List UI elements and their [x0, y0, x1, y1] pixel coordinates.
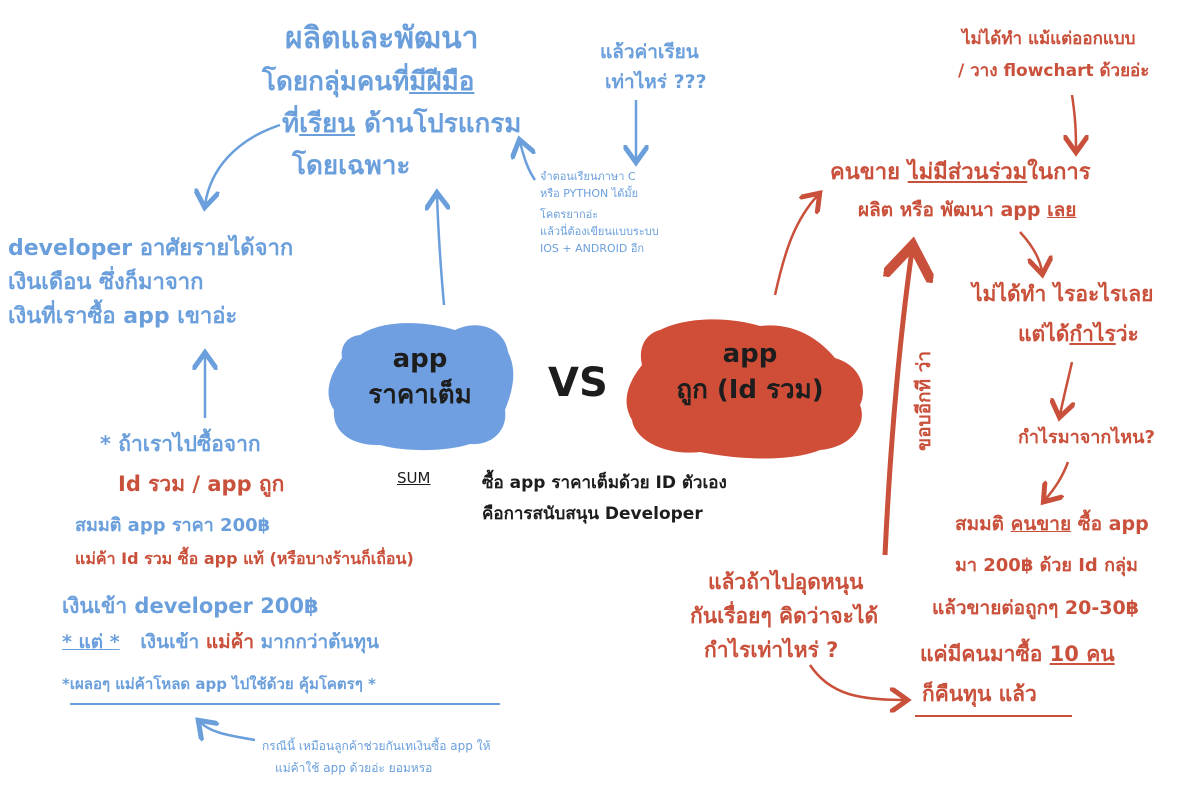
resell-line: แล้วขายต่อถูกๆ 20-30฿ [932, 597, 1139, 619]
blue-top-line2: โดยกลุ่มคนที่มีฝีมือ [262, 67, 475, 98]
blue-top-line2b: มีฝีมือ [409, 67, 475, 97]
arrow-notes-to-top [520, 142, 537, 181]
arrow-blob-to-seller [773, 195, 818, 296]
seller-e: เลย [1047, 199, 1077, 221]
blue-top-line3b: เรียน [299, 109, 355, 139]
nothing-line1: ไม่ได้ทำ ไรอะไรเลย [972, 282, 1154, 306]
if-buy-line2: Id รวม / app ถูก [118, 472, 285, 496]
arrow-bottomq-to-breakeven [808, 664, 905, 700]
seller-b: ไม่มีส่วนร่วม [907, 160, 1028, 185]
dev-income: developer อาศัยรายได้จาก เงินเดือน ซึ่งก… [8, 232, 293, 334]
vendor-line: แม่ค้า Id รวม ซื้อ app แท้ (หรือบางร้านก… [75, 549, 414, 568]
blue-top-line1: ผลิตและพัฒนา [285, 21, 479, 56]
arrow-seller-to-nothing [1019, 231, 1042, 272]
bottom-q3: กำไรเท่าไหร่ ? [704, 638, 839, 662]
nothing-2a: แต่ได้ [1018, 322, 1070, 346]
blob-full-price-label: app ราคาเต็ม [345, 344, 495, 411]
small-note-4: แล้วนี่ต้องเขียนแบบระบบ [540, 225, 659, 238]
arrow-nothing-to-profit [1060, 361, 1072, 415]
footnote-1: กรณีนี้ เหมือนลูกค้าช่วยกันเทเงินซื้อ ap… [262, 739, 491, 753]
red-top-note1: ไม่ได้ทำ แม้แต่ออกแบบ [962, 29, 1136, 49]
small-note-2: หรือ PYTHON ได้มั้ย [540, 187, 639, 200]
seller-a: คนขาย [830, 160, 901, 185]
bottom-question: แล้วถ้าไปอุดหนุน กันเรื่อยๆ คิดว่าจะได้ … [690, 565, 878, 667]
bottom-q1: แล้วถ้าไปอุดหนุน [708, 570, 864, 594]
blue-top-line4: โดยเฉพาะ [292, 151, 411, 181]
dev-income-line1: developer อาศัยรายได้จาก [8, 236, 294, 261]
sum-line1: ซื้อ app ราคาเต็มด้วย ID ตัวเอง [482, 473, 727, 493]
small-note-1: จำตอนเรียนภาษา C [540, 170, 636, 183]
dev-income-line3: เงินที่เราซื้อ app เขาอ่ะ [8, 304, 238, 329]
arrow-footnote [200, 722, 256, 740]
breakeven-line: ก็คืนทุน แล้ว [922, 682, 1037, 706]
bonus-line: *เผลอๆ แม่ค้าโหลด app ไปใช้ด้วย คุ้มโคตร… [62, 675, 376, 693]
seller-line1: คนขาย ไม่มีส่วนร่วมในการ [830, 160, 1091, 185]
dev-money-line: เงินเข้า developer 200฿ [62, 594, 319, 618]
assume-red-line2: มา 200฿ ด้วย Id กลุ่ม [955, 555, 1138, 576]
ten-people-line: แค่มีคนมาซื้อ 10 คน [920, 642, 1115, 666]
if-buy-line1: * ถ้าเราไปซื้อจาก [100, 432, 261, 456]
nothing-line2: แต่ได้กำไรว่ะ [1018, 322, 1139, 346]
vertical-note: ขอบอีกที ว่า [913, 351, 936, 451]
bottom-q2: กันเรื่อยๆ คิดว่าจะได้ [690, 604, 879, 628]
blue-top-line3c: ด้านโปรแกรม [364, 109, 522, 139]
vs-label: VS [548, 360, 608, 406]
small-note-3: โคตรยากอ่ะ [540, 208, 599, 221]
sum-label: SUM [397, 469, 431, 487]
blob-cheap-line2: ถูก (Id รวม) [676, 374, 824, 405]
assume-red-line1: สมมติ คนขาย ซื้อ app [955, 513, 1149, 536]
blob-cheap-line1: app [722, 339, 778, 369]
but-text-c: มากกว่าต้นทุน [260, 631, 380, 653]
footnote-2: แม่ค้าใช้ app ด้วยอ่ะ ยอมหรอ [275, 761, 433, 775]
nothing-2b: กำไร [1069, 322, 1116, 346]
arrow-top-to-dev [205, 123, 281, 205]
blue-top-line3: ที่เรียน ด้านโปรแกรม [282, 109, 522, 140]
arrow-profit-to-assume [1045, 461, 1070, 500]
but-text-b: แม่ค้า [205, 631, 255, 653]
assume-line: สมมติ app ราคา 200฿ [75, 515, 271, 536]
dev-income-line2: เงินเดือน ซึ่งก็มาจาก [8, 270, 204, 295]
small-notes: จำตอนเรียนภาษา C หรือ PYTHON ได้มั้ย โคต… [540, 168, 659, 257]
but-line: * แต่ * เงินเข้า แม่ค้า มากกว่าต้นทุน [62, 631, 380, 654]
but-text-a: เงินเข้า [140, 631, 200, 653]
small-note-5: IOS + ANDROID อีก [540, 242, 645, 255]
ten-a: แค่มีคนมาซื้อ [920, 642, 1043, 666]
blob-cheap [626, 319, 863, 459]
seller-d: ผลิต หรือ พัฒนา app [858, 199, 1041, 221]
sum-line2: คือการสนับสนุน Developer [482, 504, 703, 524]
nothing-2c: ว่ะ [1115, 322, 1139, 346]
ten-b: 10 คน [1049, 642, 1115, 666]
tuition-q1: แล้วค่าเรียน [600, 41, 699, 63]
tuition-q2: เท่าไหร่ ??? [605, 71, 707, 93]
arrow-vertical-big [882, 250, 912, 556]
assume-c: ซื้อ app [1077, 513, 1149, 535]
assume-b: คนขาย [1010, 513, 1072, 535]
blob-cheap-label: app ถูก (Id รวม) [650, 339, 850, 406]
seller-line2: ผลิต หรือ พัฒนา app เลย [858, 199, 1077, 222]
seller-c: ในการ [1027, 160, 1091, 185]
red-top-note2: / วาง flowchart ด้วยอ่ะ [958, 61, 1150, 81]
profit-question: กำไรมาจากไหน? [1018, 427, 1155, 448]
blue-top-line3a: ที่ [282, 109, 300, 139]
blob-full-price [328, 323, 514, 451]
arrow-topnote-to-seller [1072, 94, 1076, 150]
blue-top-line2a: โดยกลุ่มคนที่ [262, 67, 410, 97]
assume-a: สมมติ [955, 513, 1004, 535]
blob-full-price-line2: ราคาเต็ม [368, 379, 472, 410]
arrow-blob-to-top [437, 195, 444, 306]
but-prefix: * แต่ * [62, 631, 120, 653]
blob-full-price-line1: app [392, 344, 448, 374]
